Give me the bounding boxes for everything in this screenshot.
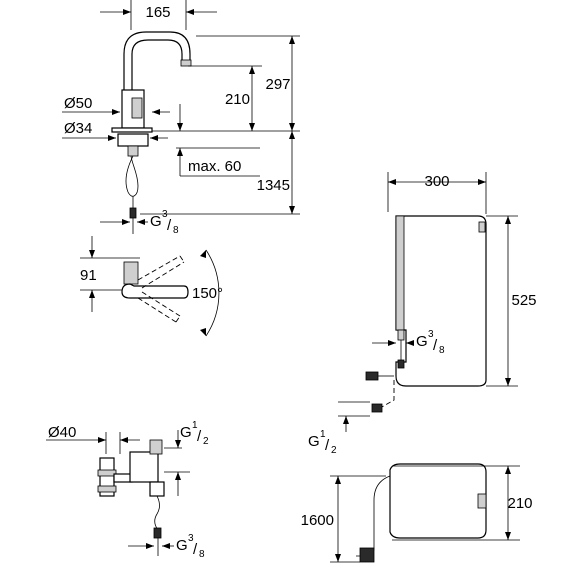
hose	[125, 155, 139, 197]
valve-outlet-num: 3	[188, 533, 194, 544]
heater-side-port	[477, 493, 487, 509]
valve-hose-connector	[153, 527, 162, 539]
swivel-angle-label: 150°	[192, 285, 223, 302]
faucet-front-view	[111, 31, 192, 234]
heater-outlet-num: 3	[428, 329, 434, 340]
dim-max-60: max. 60	[176, 147, 260, 177]
top-spout	[121, 283, 189, 299]
faucet-connection-den: 8	[173, 225, 179, 236]
faucet-width-label: 165	[145, 4, 170, 21]
faucet-sensor	[131, 97, 143, 119]
faucet-connection: G 3 / 8	[100, 209, 179, 236]
heater-outlet-den: 8	[439, 345, 445, 356]
faucet-spout	[123, 31, 191, 93]
svg-text:/: /	[193, 541, 198, 558]
valve-inlet-num: 1	[192, 420, 198, 431]
svg-text:/: /	[197, 428, 202, 445]
spout-outlet	[180, 59, 192, 67]
hose-connector	[129, 207, 137, 219]
heater-cable-plug	[365, 371, 379, 381]
heater-power-plug	[359, 547, 375, 563]
heater-outlet-fitting	[397, 329, 405, 341]
swivel-arc	[205, 249, 220, 337]
deck-thickness-label: max. 60	[188, 158, 241, 175]
faucet-top-view: 91 150°	[80, 236, 223, 337]
svg-text:/: /	[167, 217, 172, 234]
heater-outlet-prefix: G	[416, 333, 428, 350]
faucet-connection-num: 3	[162, 209, 168, 220]
hose-length-label: 1345	[257, 177, 290, 194]
valve-diameter-label: Ø40	[48, 424, 76, 441]
svg-text:/: /	[325, 437, 330, 454]
heater-height-label: 525	[511, 292, 536, 309]
valve-inlet-den: 2	[203, 436, 209, 447]
valve-top-nut	[149, 439, 163, 455]
dim-165: 165	[100, 0, 217, 30]
top-body	[123, 261, 139, 285]
dim-297: 297	[152, 35, 300, 132]
dim-210: 210	[188, 65, 262, 131]
heater-inlet-den: 2	[331, 445, 337, 456]
valve-crossbar	[113, 473, 133, 483]
spout-height-label: 297	[265, 76, 290, 93]
dim-diameter-34: Ø34	[62, 104, 183, 141]
valve-outlet-den: 8	[199, 549, 205, 560]
valve-view: Ø40 G 1 / 2 G 3 / 8	[46, 420, 209, 560]
offset-label: 91	[80, 267, 97, 284]
mounting-shank	[127, 145, 139, 157]
heater-inlet-line	[379, 380, 395, 409]
dim-1345: 1345	[140, 131, 300, 215]
outlet-height-label: 210	[225, 91, 250, 108]
dim-diameter-50: Ø50	[62, 95, 170, 115]
heater-depth-label: 210	[507, 495, 532, 512]
mounting-nut	[117, 133, 149, 147]
heater-inlet-prefix: G	[308, 433, 320, 450]
valve-inlet-prefix: G	[180, 424, 192, 441]
heater-inlet-num: 1	[320, 429, 326, 440]
heater-width-label: 300	[424, 173, 449, 190]
faucet-base	[111, 127, 153, 133]
base-diameter-label: Ø50	[64, 95, 92, 112]
heater-side-view: 210 1600	[301, 463, 533, 563]
valve-outlet-prefix: G	[176, 537, 188, 554]
hole-diameter-label: Ø34	[64, 120, 92, 137]
heater-power-cable	[356, 475, 391, 557]
heater-front-view: 300 525 G 3 / 8 G 1 / 2	[308, 172, 537, 456]
heater-side-housing	[389, 463, 487, 539]
swivel-left-position	[137, 255, 185, 289]
heater-inlet-fitting	[371, 403, 383, 413]
cable-length-label: 1600	[301, 512, 334, 529]
svg-text:/: /	[433, 337, 438, 354]
valve-lower-body	[149, 481, 165, 497]
swivel-right-position	[137, 291, 181, 323]
faucet-connection-prefix: G	[150, 213, 162, 230]
heater-side-shade	[395, 215, 405, 331]
valve-hose	[154, 495, 160, 538]
heater-housing	[395, 215, 487, 387]
valve-body	[129, 451, 159, 483]
heater-bracket	[478, 221, 486, 233]
